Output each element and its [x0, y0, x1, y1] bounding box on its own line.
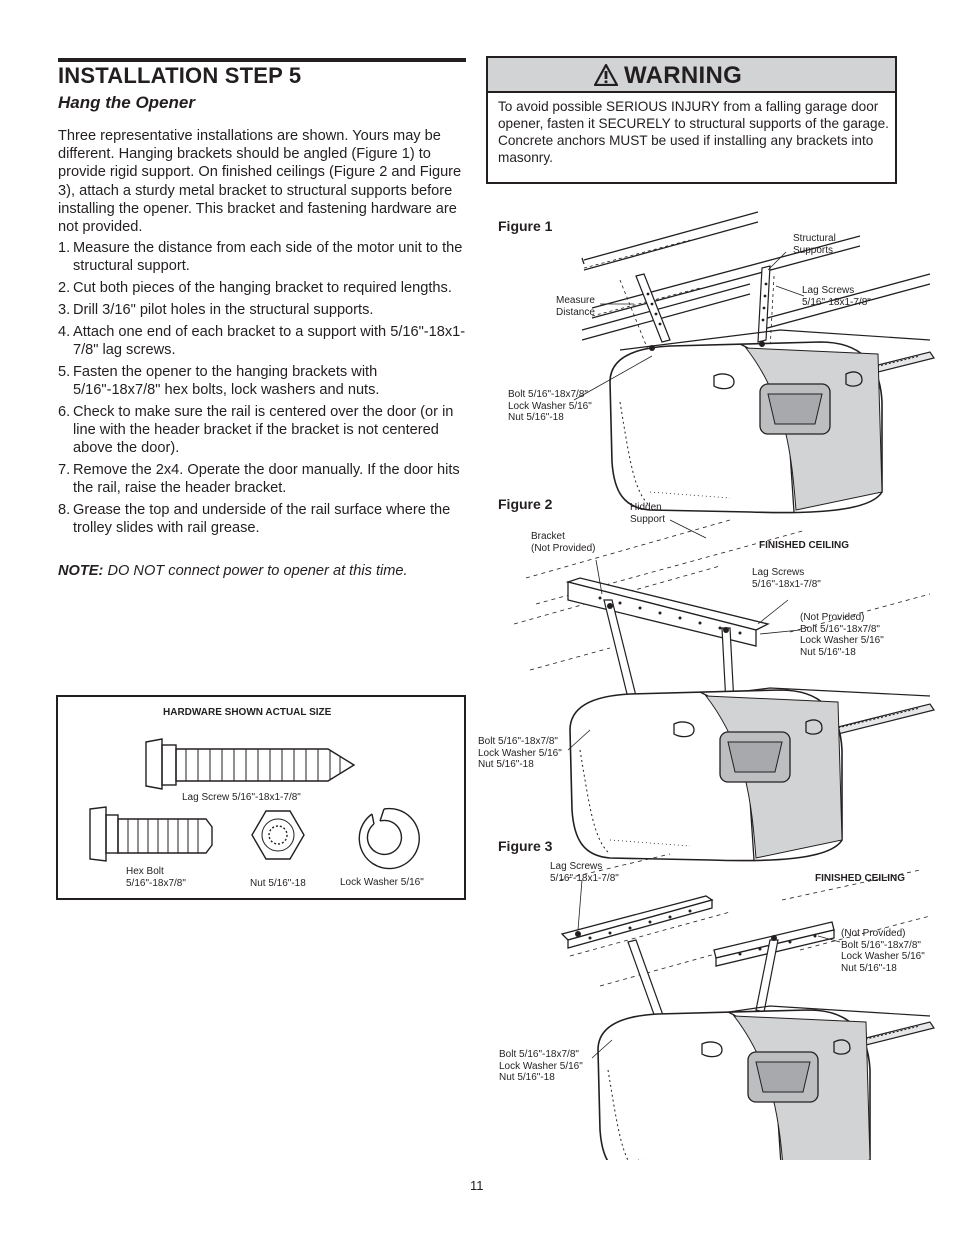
figure-3-label: Figure 3 — [498, 838, 553, 854]
step-number: 4. — [58, 324, 71, 340]
figure-1-label: Figure 1 — [498, 218, 553, 234]
lock-washer-icon — [358, 807, 420, 870]
fig1-bolt-label: Bolt 5/16"-18x7/8" Lock Washer 5/16" Nut… — [508, 389, 592, 423]
step-item: 3.Drill 3/16" pilot holes in the structu… — [58, 301, 468, 319]
warning-title: WARNING — [624, 62, 743, 89]
fig2-lag-label: Lag Screws 5/16"-18x1-7/8" — [752, 567, 821, 590]
figure-2-label: Figure 2 — [498, 496, 553, 512]
step-text: Grease the top and underside of the rail… — [73, 502, 451, 536]
fig1-lag-label: Lag Screws 5/16"-18x1-7/8" — [802, 285, 871, 308]
figure-3-diagram — [559, 853, 935, 1160]
warning-text: To avoid possible SERIOUS INJURY from a … — [498, 99, 889, 165]
hex-bolt-label: Hex Bolt 5/16"-18x7/8" — [126, 866, 186, 889]
step-item: 6.Check to make sure the rail is centere… — [58, 403, 468, 457]
step-number: 6. — [58, 404, 71, 420]
step-text: Cut both pieces of the hanging bracket t… — [73, 280, 452, 296]
step-number: 5. — [58, 364, 71, 380]
page-number: 11 — [470, 1178, 484, 1193]
step-number: 8. — [58, 502, 71, 518]
hardware-illustration — [89, 738, 420, 870]
fig2-hidden-label: Hidden Support — [630, 502, 666, 525]
nut-icon — [251, 810, 305, 860]
steps-list: 1.Measure the distance from each side of… — [58, 239, 468, 541]
warning-triangle-icon — [594, 64, 618, 86]
lock-washer-label: Lock Washer 5/16" — [340, 877, 424, 888]
fig1-structural-label: Structural Supports — [793, 233, 836, 256]
fig2-not-provided-label: (Not Provided) Bolt 5/16"-18x7/8" Lock W… — [800, 612, 884, 658]
step-text: Fasten the opener to the hanging bracket… — [73, 364, 380, 398]
step-item: 5.Fasten the opener to the hanging brack… — [58, 363, 468, 399]
fig2-ceiling-label: FINISHED CEILING — [759, 540, 850, 551]
lag-screw-icon — [145, 738, 356, 790]
note-text: DO NOT connect power to opener at this t… — [103, 563, 408, 579]
fig1-measure-label: Measure Distance — [556, 295, 595, 318]
step-text: Check to make sure the rail is centered … — [73, 404, 454, 456]
step-number: 3. — [58, 302, 71, 318]
section-subtitle: Hang the Opener — [58, 93, 195, 112]
hex-bolt-icon — [89, 806, 213, 862]
nut-label: Nut 5/16"-18 — [250, 878, 306, 889]
fig2-bracket-label: Bracket (Not Provided) — [531, 531, 596, 554]
hardware-title: HARDWARE SHOWN ACTUAL SIZE — [163, 707, 332, 718]
step-number: 1. — [58, 240, 71, 256]
fig2-bolt-label: Bolt 5/16"-18x7/8" Lock Washer 5/16" Nut… — [478, 736, 562, 770]
step-text: Attach one end of each bracket to a supp… — [73, 324, 466, 358]
step-number: 7. — [58, 462, 71, 478]
fig3-not-provided-label: (Not Provided) Bolt 5/16"-18x7/8" Lock W… — [841, 928, 925, 974]
hardware-box: HARDWARE SHOWN ACTUAL SIZE — [56, 695, 466, 900]
title-rule — [58, 58, 466, 62]
figure-2-diagram — [513, 519, 935, 862]
step-text: Measure the distance from each side of t… — [73, 240, 463, 274]
lag-screw-label: Lag Screw 5/16"-18x1-7/8" — [182, 792, 301, 803]
warning-header: WARNING — [488, 58, 895, 93]
step-item: 7.Remove the 2x4. Operate the door manua… — [58, 461, 468, 497]
step-number: 2. — [58, 280, 71, 296]
step-text: Remove the 2x4. Operate the door manuall… — [73, 462, 460, 496]
note-label: NOTE: — [58, 563, 104, 579]
step-item: 1.Measure the distance from each side of… — [58, 239, 468, 275]
intro-paragraph: Three representative installations are s… — [58, 128, 462, 236]
step-item: 2.Cut both pieces of the hanging bracket… — [58, 279, 468, 297]
fig3-bolt-label: Bolt 5/16"-18x7/8" Lock Washer 5/16" Nut… — [499, 1049, 583, 1083]
figure-1-diagram — [573, 211, 935, 514]
step-text: Drill 3/16" pilot holes in the structura… — [73, 302, 374, 318]
note: NOTE: DO NOT connect power to opener at … — [58, 563, 468, 579]
fig3-ceiling-label: FINISHED CEILING — [815, 873, 906, 884]
step-item: 4.Attach one end of each bracket to a su… — [58, 323, 468, 359]
installation-figures — [513, 211, 935, 1160]
fig3-lag-label: Lag Screws 5/16"-18x1-7/8" — [550, 861, 619, 884]
warning-box: WARNING To avoid possible SERIOUS INJURY… — [486, 56, 897, 184]
step-item: 8.Grease the top and underside of the ra… — [58, 501, 468, 537]
page-title: INSTALLATION STEP 5 — [58, 63, 302, 88]
